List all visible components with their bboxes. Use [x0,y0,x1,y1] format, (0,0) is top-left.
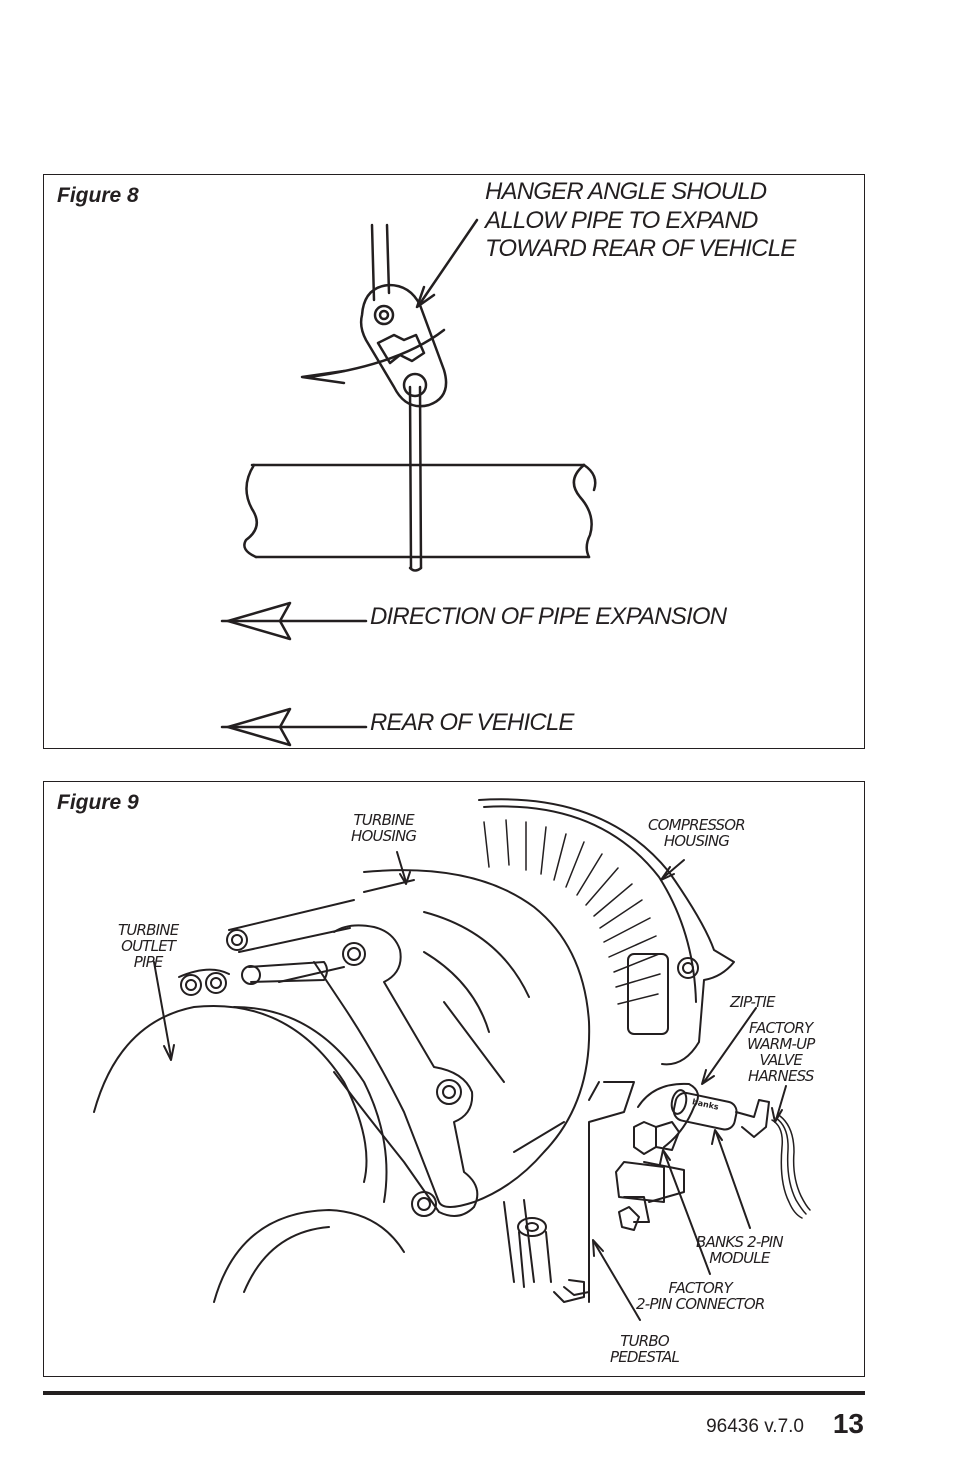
turbo-illustration [93,798,811,1321]
pointer-connector [663,1151,711,1275]
turbine-housing-label: TURBINE HOUSING [351,811,417,845]
rear-arrowhead [226,707,292,747]
harness-wire-1 [771,1119,803,1219]
document-code: 96436 v.7.0 [706,1416,804,1437]
compressor-housing-label: COMPRESSOR HOUSING [648,816,746,850]
figure-8-panel: Figure 8 HANGER ANGLE SHOULD ALLOW PIPE [43,174,865,749]
turbine-inner-curve [423,911,530,998]
pointer-harness [775,1085,787,1121]
hanger-bracket [359,283,448,408]
factory-connector-label: FACTORY 2-PIN CONNECTOR [636,1279,765,1313]
outlet-ring-1 [180,974,202,996]
flange-studs [226,929,462,1217]
expansion-direction-label: DIRECTION OF PIPE EXPANSION [370,603,727,630]
banks-module [670,1089,738,1131]
hanger-rod-right [385,223,391,295]
pointer-zip-tie [703,1007,757,1083]
hanger-slot [376,333,426,365]
turbo-pedestal-label: TURBO PEDESTAL [610,1332,680,1366]
factory-connector [615,1121,685,1231]
turbine-outlet-pipe-label: TURBINE OUTLET PIPE [118,921,179,971]
lower-pipe-circle [213,1209,405,1303]
housing-top-bar [228,899,355,953]
zip-tie-loop [637,1082,699,1148]
pointer-outlet [153,961,172,1058]
hanger-rod-pipe [408,385,423,570]
pedestal-side [588,1081,635,1303]
footer-rule [43,1391,865,1395]
compressor-housing-outline [478,798,735,1066]
pedestal-post [503,1199,535,1283]
factory-harness-label: FACTORY WARM-UP VALVE HARNESS [747,1019,815,1085]
pedestal-top [517,1217,547,1237]
callout-pointer [417,218,479,307]
hanger-upper-hole [373,304,395,326]
compressor-mount-hole [677,957,699,979]
expansion-arrowhead [226,601,292,641]
hanger-rod-left [370,223,376,302]
figure-9-label: Figure 9 [57,791,139,814]
pointer-pedestal [593,1241,641,1321]
outlet-ring-2 [205,972,227,994]
module-clip [735,1099,770,1138]
hanger-illustration [220,218,597,747]
zip-tie-label: ZIP-TIE [730,993,776,1011]
swing-arrowhead [300,369,346,385]
pointer-turbine [396,851,407,883]
hanger-lower-hole [402,372,428,398]
pointer-module [715,1131,751,1229]
figure-9-panel: Figure 9 [43,781,865,1377]
pointer-compressor [663,859,685,878]
connector-bolt [618,1206,640,1231]
rear-of-vehicle-label: REAR OF VEHICLE [370,709,574,736]
banks-module-label: BANKS 2-PIN MODULE [696,1233,784,1267]
pipe-right-break [572,463,593,559]
hanger-angle-callout: HANGER ANGLE SHOULD ALLOW PIPE TO EXPAND… [485,178,796,262]
compressor-fins [483,819,661,1005]
turbine-flange [333,924,479,1217]
page-number: 13 [832,1408,864,1439]
pipe-left-break [243,463,259,559]
outlet-pipe-circle [93,1005,368,1183]
figure-8-label: Figure 8 [57,184,139,207]
turbine-housing-outline [313,869,591,1208]
compressor-bracket [627,953,669,1035]
